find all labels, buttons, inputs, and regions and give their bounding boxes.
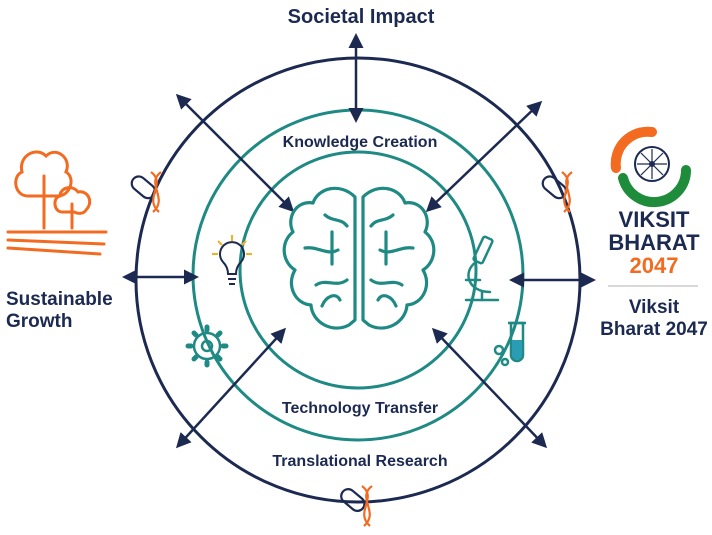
connector-arrows	[122, 33, 596, 449]
technology-transfer-label: Technology Transfer	[281, 400, 439, 417]
microscope-icon	[464, 235, 500, 302]
gear-icon	[185, 324, 229, 368]
societal-impact-label: Societal Impact	[287, 6, 435, 28]
test-tube-icon	[493, 321, 526, 367]
logo-word-viksit: VIKSIT	[618, 207, 690, 232]
sustainable-growth-label: Sustainable Growth	[6, 289, 113, 333]
arrow-bottom-left	[175, 327, 287, 449]
inner-ring	[238, 150, 478, 390]
logo-word-bharat: BHARAT	[608, 230, 700, 255]
viksit-bharat-label: Viksit Bharat 2047	[594, 297, 712, 341]
viksit-bharat-line-2: Bharat 2047	[600, 319, 708, 340]
viksit-bharat-logo-emblem	[610, 126, 692, 208]
sustainable-growth-line-1: Sustainable	[6, 289, 113, 310]
logo-year: 2047	[629, 253, 679, 278]
dna-pill-icon-left	[130, 171, 162, 213]
arrow-top-right	[425, 100, 543, 213]
arrow-top-left	[175, 93, 295, 213]
translational-research-label: Translational Research	[272, 453, 448, 470]
knowledge-creation-label: Knowledge Creation	[282, 134, 438, 151]
viksit-bharat-line-1: Viksit	[628, 297, 680, 318]
tree-landscape-icon	[6, 150, 108, 256]
sustainable-growth-line-2: Growth	[6, 311, 73, 332]
arrow-bottom-right	[431, 327, 548, 449]
lightbulb-icon	[212, 235, 252, 285]
dna-pill-icon-bottom	[340, 485, 373, 527]
dna-pill-icon-right	[541, 171, 573, 213]
brain-icon	[282, 186, 436, 330]
logo-divider	[608, 285, 698, 287]
